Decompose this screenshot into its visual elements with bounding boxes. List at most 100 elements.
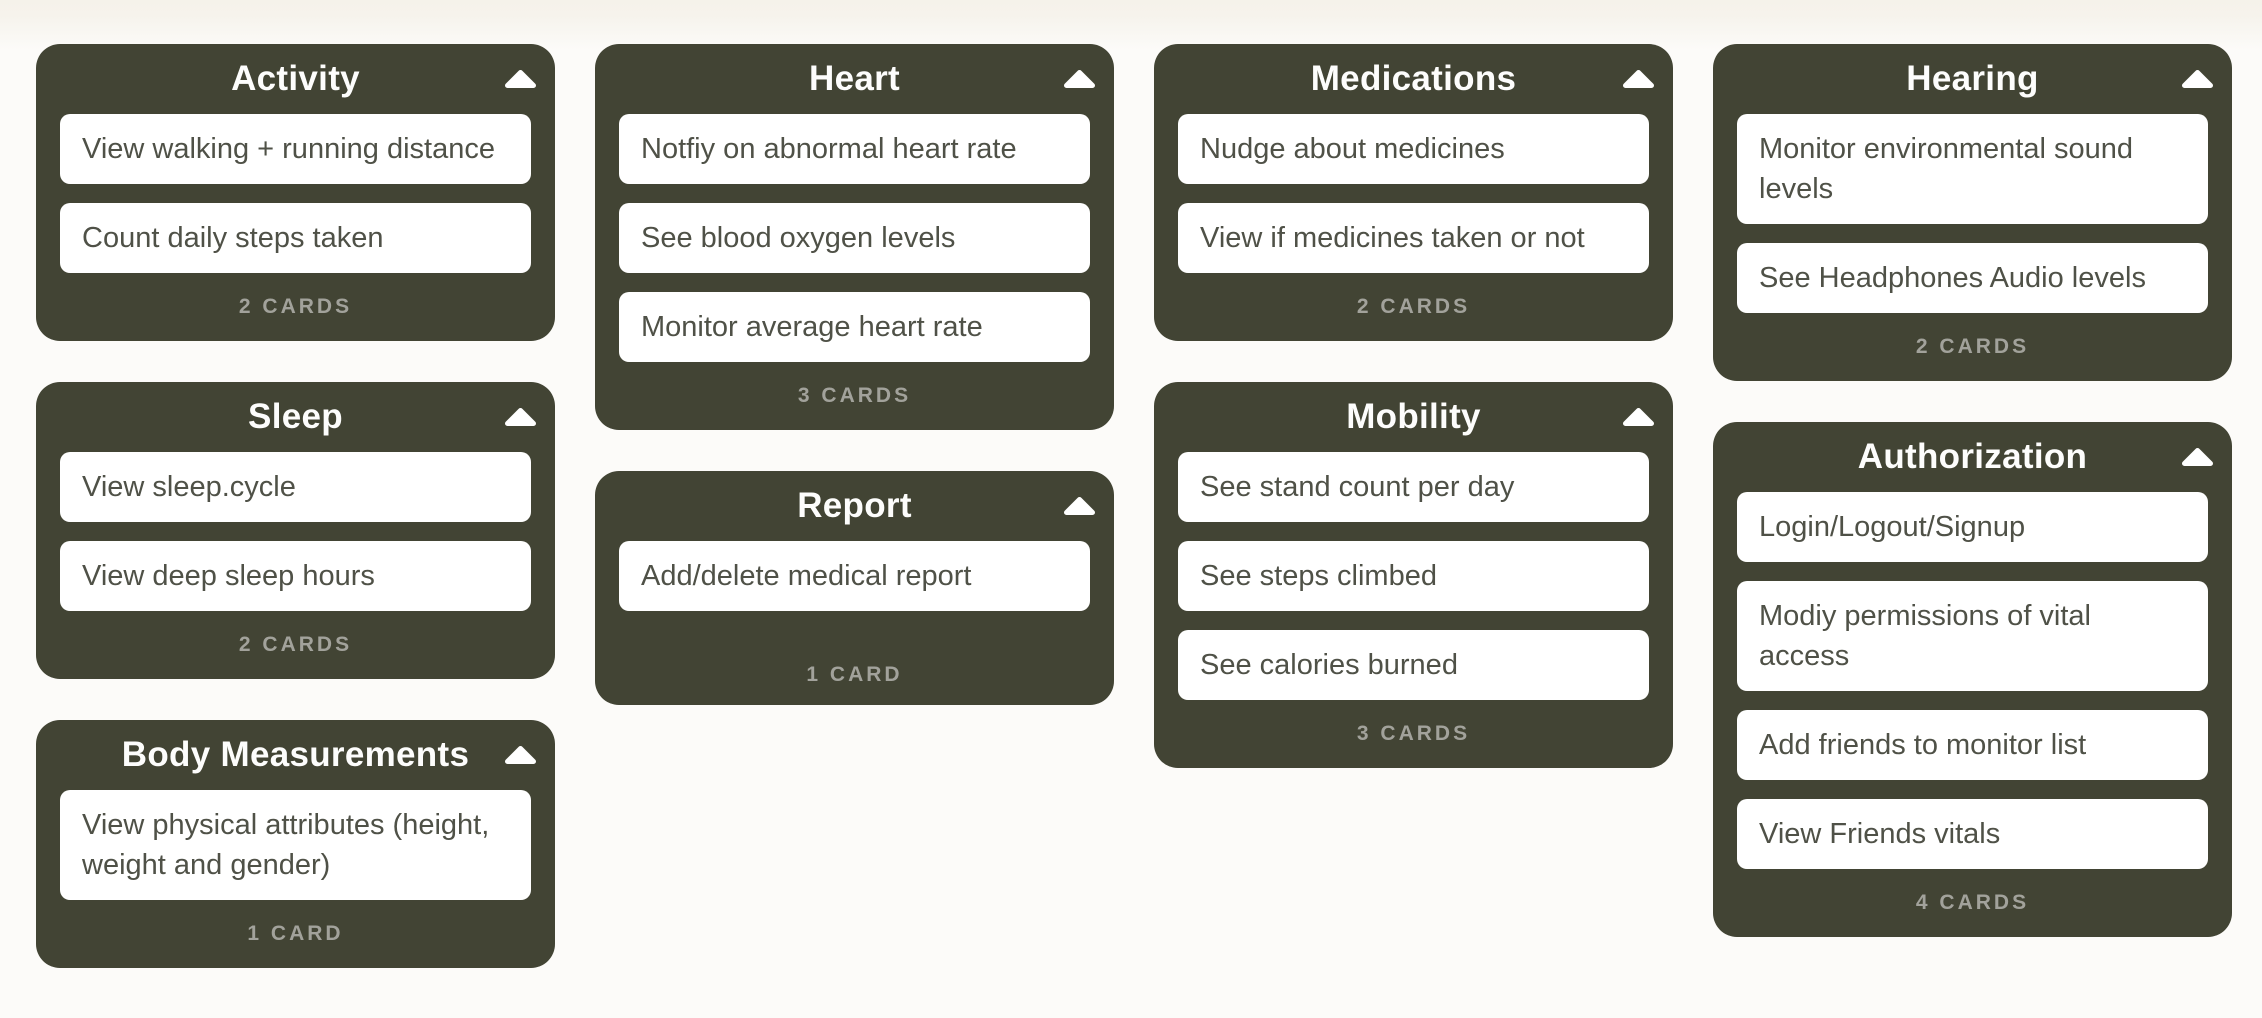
card[interactable]: Add/delete medical report	[619, 541, 1090, 611]
list-footer: 3 CARDS	[595, 362, 1114, 430]
card-title: Add friends to monitor list	[1759, 729, 2087, 761]
list-footer: 4 CARDS	[1713, 869, 2232, 937]
card[interactable]: Monitor average heart rate	[619, 292, 1090, 362]
card[interactable]: See steps climbed	[1178, 541, 1649, 611]
card-list: Add/delete medical report	[595, 541, 1114, 611]
list-sleep: Sleep View sleep.cycle View deep sleep h…	[36, 382, 555, 679]
list-header: Mobility	[1154, 382, 1673, 452]
card[interactable]: See Headphones Audio levels	[1737, 243, 2208, 313]
chevron-up-icon	[1064, 70, 1095, 88]
collapse-list-button[interactable]	[1618, 65, 1659, 93]
list-footer: 3 CARDS	[1154, 700, 1673, 768]
collapse-list-button[interactable]	[2177, 65, 2218, 93]
card-title: Count daily steps taken	[82, 222, 384, 254]
list-footer: 1 CARD	[36, 900, 555, 968]
card-count-label: 4 CARDS	[1915, 891, 2030, 914]
card[interactable]: See calories burned	[1178, 630, 1649, 700]
card[interactable]: View Friends vitals	[1737, 799, 2208, 869]
card[interactable]: View physical attributes (height, weight…	[60, 790, 531, 900]
collapse-list-button[interactable]	[1059, 492, 1100, 520]
list-header: Report	[595, 471, 1114, 541]
card[interactable]: View deep sleep hours	[60, 541, 531, 611]
card-list: Login/Logout/Signup Modiy permissions of…	[1713, 492, 2232, 869]
list-medications: Medications Nudge about medicines View i…	[1154, 44, 1673, 341]
board-column-2: Heart Notfiy on abnormal heart rate See …	[595, 44, 1114, 705]
card-title: See calories burned	[1200, 649, 1458, 681]
list-body-measurements: Body Measurements View physical attribut…	[36, 720, 555, 968]
card-title: View walking + running distance	[82, 133, 495, 165]
board-column-4: Hearing Monitor environmental sound leve…	[1713, 44, 2232, 937]
card-count-label: 1 CARD	[247, 922, 344, 945]
card[interactable]: Notfiy on abnormal heart rate	[619, 114, 1090, 184]
list-hearing: Hearing Monitor environmental sound leve…	[1713, 44, 2232, 381]
card-title: See blood oxygen levels	[641, 222, 956, 254]
card-title: See stand count per day	[1200, 471, 1515, 503]
board: Activity View walking + running distance…	[36, 44, 2232, 968]
card[interactable]: Modiy permissions of vital access	[1737, 581, 2208, 691]
list-title: Report	[797, 486, 912, 525]
list-header: Body Measurements	[36, 720, 555, 790]
list-header: Sleep	[36, 382, 555, 452]
card[interactable]: Monitor environmental sound levels	[1737, 114, 2208, 224]
card-count-label: 2 CARDS	[238, 633, 353, 656]
list-footer: 2 CARDS	[36, 611, 555, 679]
card-title: See steps climbed	[1200, 560, 1437, 592]
collapse-list-button[interactable]	[500, 741, 541, 769]
card-title: See Headphones Audio levels	[1759, 262, 2146, 294]
card[interactable]: Count daily steps taken	[60, 203, 531, 273]
list-header: Activity	[36, 44, 555, 114]
list-footer: 2 CARDS	[36, 273, 555, 341]
list-footer: 2 CARDS	[1154, 273, 1673, 341]
card-list: Nudge about medicines View if medicines …	[1154, 114, 1673, 273]
card-title: View deep sleep hours	[82, 560, 375, 592]
list-title: Sleep	[248, 397, 343, 436]
chevron-up-icon	[2182, 448, 2213, 466]
list-title: Heart	[809, 59, 900, 98]
card-title: View sleep.cycle	[82, 471, 296, 503]
card[interactable]: Add friends to monitor list	[1737, 710, 2208, 780]
card-count-label: 3 CARDS	[1356, 722, 1471, 745]
list-header: Medications	[1154, 44, 1673, 114]
card[interactable]: View sleep.cycle	[60, 452, 531, 522]
board-column-3: Medications Nudge about medicines View i…	[1154, 44, 1673, 768]
chevron-up-icon	[505, 746, 536, 764]
list-header: Hearing	[1713, 44, 2232, 114]
card-count-label: 1 CARD	[806, 663, 903, 686]
card-count-label: 2 CARDS	[1356, 295, 1471, 318]
card-list: View physical attributes (height, weight…	[36, 790, 555, 900]
card[interactable]: Nudge about medicines	[1178, 114, 1649, 184]
card-list: View walking + running distance Count da…	[36, 114, 555, 273]
list-authorization: Authorization Login/Logout/Signup Modiy …	[1713, 422, 2232, 937]
card[interactable]: See stand count per day	[1178, 452, 1649, 522]
list-header: Heart	[595, 44, 1114, 114]
card-list: See stand count per day See steps climbe…	[1154, 452, 1673, 700]
card-title: Nudge about medicines	[1200, 133, 1505, 165]
chevron-up-icon	[505, 70, 536, 88]
list-activity: Activity View walking + running distance…	[36, 44, 555, 341]
list-title: Hearing	[1906, 59, 2039, 98]
list-footer: 2 CARDS	[1713, 313, 2232, 381]
card-list: Notfiy on abnormal heart rate See blood …	[595, 114, 1114, 362]
card-title: Notfiy on abnormal heart rate	[641, 133, 1017, 165]
collapse-list-button[interactable]	[1059, 65, 1100, 93]
collapse-list-button[interactable]	[1618, 403, 1659, 431]
card-title: View if medicines taken or not	[1200, 222, 1585, 254]
chevron-up-icon	[505, 408, 536, 426]
collapse-list-button[interactable]	[500, 65, 541, 93]
list-header: Authorization	[1713, 422, 2232, 492]
list-title: Activity	[231, 59, 360, 98]
card[interactable]: View walking + running distance	[60, 114, 531, 184]
card[interactable]: View if medicines taken or not	[1178, 203, 1649, 273]
card-title: Add/delete medical report	[641, 560, 972, 592]
list-report: Report Add/delete medical report 1 CARD	[595, 471, 1114, 705]
collapse-list-button[interactable]	[2177, 443, 2218, 471]
card-list: Monitor environmental sound levels See H…	[1713, 114, 2232, 313]
collapse-list-button[interactable]	[500, 403, 541, 431]
card-title: Modiy permissions of vital access	[1759, 600, 2091, 672]
list-title: Medications	[1310, 59, 1517, 98]
card-title: View physical attributes (height, weight…	[82, 809, 490, 881]
chevron-up-icon	[1623, 70, 1654, 88]
card[interactable]: Login/Logout/Signup	[1737, 492, 2208, 562]
card[interactable]: See blood oxygen levels	[619, 203, 1090, 273]
list-title: Authorization	[1857, 437, 2088, 476]
